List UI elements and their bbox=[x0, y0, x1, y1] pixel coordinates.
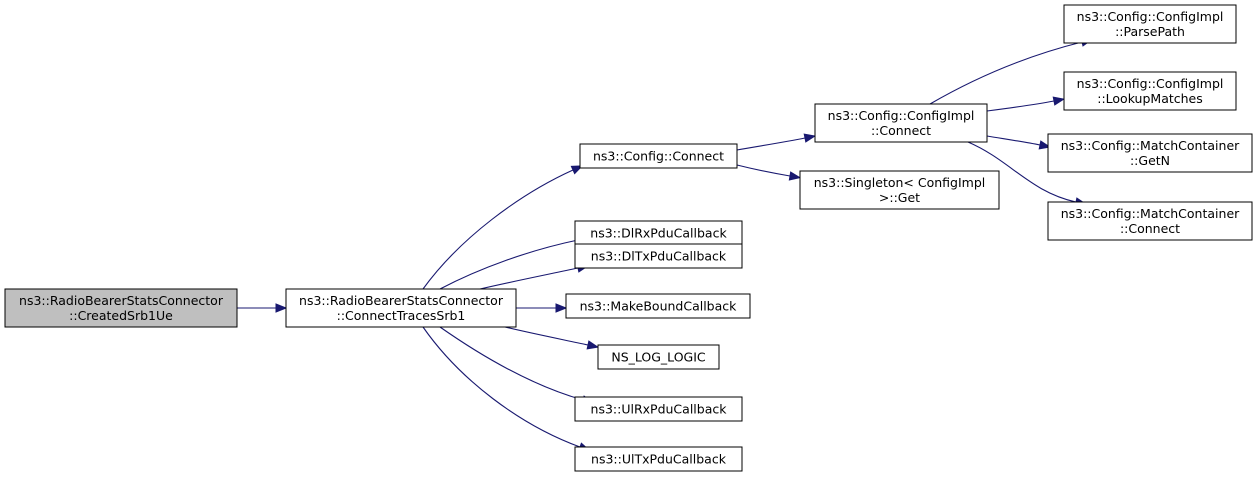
node-label: ns3::Config::ConfigImpl bbox=[1077, 76, 1224, 91]
node-box bbox=[1047, 133, 1253, 173]
node-box bbox=[1047, 201, 1253, 241]
edge-connectTracesSrb1-to-makeBoundCallback bbox=[516, 303, 568, 313]
node-matchGetN[interactable]: ns3::Config::MatchContainer::GetN bbox=[1047, 133, 1253, 173]
node-box bbox=[574, 220, 743, 246]
node-configImplConnect[interactable]: ns3::Config::ConfigImpl::Connect bbox=[814, 103, 988, 143]
edge-connectTracesSrb1-to-ulTxPduCallback bbox=[422, 326, 591, 452]
node-connectTracesSrb1[interactable]: ns3::RadioBearerStatsConnector::ConnectT… bbox=[285, 288, 517, 328]
node-label: ::Connect bbox=[1120, 221, 1180, 236]
node-label: NS_LOG_LOGIC bbox=[611, 350, 706, 365]
node-ulRxPduCallback[interactable]: ns3::UlRxPduCallback bbox=[574, 396, 743, 422]
node-label: ::GetN bbox=[1130, 153, 1170, 168]
edge-configConnect-to-singletonGet bbox=[736, 164, 802, 181]
node-label: ns3::MakeBoundCallback bbox=[580, 299, 738, 314]
node-parsePath[interactable]: ns3::Config::ConfigImpl::ParsePath bbox=[1063, 4, 1237, 44]
node-label: ::CreatedSrb1Ue bbox=[69, 308, 173, 323]
node-matchConnect[interactable]: ns3::Config::MatchContainer::Connect bbox=[1047, 201, 1253, 241]
node-label: ns3::Config::ConfigImpl bbox=[1077, 9, 1224, 24]
edge-connectTracesSrb1-to-ulRxPduCallback bbox=[439, 326, 594, 405]
edge-configImplConnect-to-lookupMatches bbox=[986, 96, 1066, 112]
edge-connectTracesSrb1-to-configConnect bbox=[422, 165, 584, 290]
node-singletonGet[interactable]: ns3::Singleton< ConfigImpl>::Get bbox=[799, 170, 1000, 210]
node-label: >::Get bbox=[879, 190, 920, 205]
arrowhead bbox=[275, 303, 288, 313]
node-box bbox=[574, 243, 743, 269]
node-box bbox=[799, 170, 1000, 210]
node-box bbox=[565, 293, 751, 319]
node-box bbox=[574, 396, 743, 422]
node-box bbox=[4, 288, 238, 328]
node-ulTxPduCallback[interactable]: ns3::UlTxPduCallback bbox=[574, 446, 743, 472]
node-label: ::LookupMatches bbox=[1097, 91, 1203, 106]
node-box bbox=[285, 288, 517, 328]
node-box bbox=[814, 103, 988, 143]
edge-configImplConnect-to-matchGetN bbox=[986, 135, 1052, 150]
node-label: ns3::Config::MatchContainer bbox=[1061, 138, 1240, 153]
edge-createdSrb1Ue-to-connectTracesSrb1 bbox=[237, 303, 288, 313]
node-label: ::ParsePath bbox=[1115, 24, 1185, 39]
node-label: ns3::Config::ConfigImpl bbox=[828, 108, 975, 123]
node-nsLogLogic[interactable]: NS_LOG_LOGIC bbox=[597, 344, 720, 370]
nodes-layer: ns3::RadioBearerStatsConnector::CreatedS… bbox=[4, 4, 1253, 472]
node-lookupMatches[interactable]: ns3::Config::ConfigImpl::LookupMatches bbox=[1063, 71, 1237, 111]
node-label: ns3::Singleton< ConfigImpl bbox=[814, 175, 986, 190]
node-box bbox=[597, 344, 720, 370]
node-label: ns3::UlTxPduCallback bbox=[591, 452, 727, 467]
edge-connectTracesSrb1-to-dlTxPduCallback bbox=[479, 263, 590, 290]
edge-connectTracesSrb1-to-nsLogLogic bbox=[504, 326, 600, 350]
node-makeBoundCallback[interactable]: ns3::MakeBoundCallback bbox=[565, 293, 751, 319]
arrowhead bbox=[803, 133, 817, 143]
node-box bbox=[1063, 71, 1237, 111]
node-dlRxPduCallback[interactable]: ns3::DlRxPduCallback bbox=[574, 220, 743, 246]
node-label: ::ConnectTracesSrb1 bbox=[337, 308, 466, 323]
edge-configConnect-to-configImplConnect bbox=[736, 133, 817, 151]
node-label: ns3::RadioBearerStatsConnector bbox=[19, 293, 224, 308]
node-label: ns3::DlRxPduCallback bbox=[590, 226, 727, 241]
node-label: ns3::Config::MatchContainer bbox=[1061, 206, 1240, 221]
node-createdSrb1Ue[interactable]: ns3::RadioBearerStatsConnector::CreatedS… bbox=[4, 288, 238, 328]
node-label: ns3::RadioBearerStatsConnector bbox=[299, 293, 504, 308]
arrowhead bbox=[586, 340, 600, 350]
arrowhead bbox=[1038, 140, 1052, 150]
arrowhead bbox=[788, 171, 802, 181]
arrowhead bbox=[1052, 96, 1066, 106]
node-box bbox=[1063, 4, 1237, 44]
node-box bbox=[574, 446, 743, 472]
node-box bbox=[579, 143, 738, 169]
arrowhead bbox=[555, 303, 568, 313]
node-label: ns3::UlRxPduCallback bbox=[591, 402, 728, 417]
node-label: ns3::Config::Connect bbox=[593, 149, 724, 164]
node-label: ns3::DlTxPduCallback bbox=[591, 249, 727, 264]
arrowhead bbox=[570, 165, 584, 175]
node-label: ::Connect bbox=[871, 123, 931, 138]
node-dlTxPduCallback[interactable]: ns3::DlTxPduCallback bbox=[574, 243, 743, 269]
node-configConnect[interactable]: ns3::Config::Connect bbox=[579, 143, 738, 169]
